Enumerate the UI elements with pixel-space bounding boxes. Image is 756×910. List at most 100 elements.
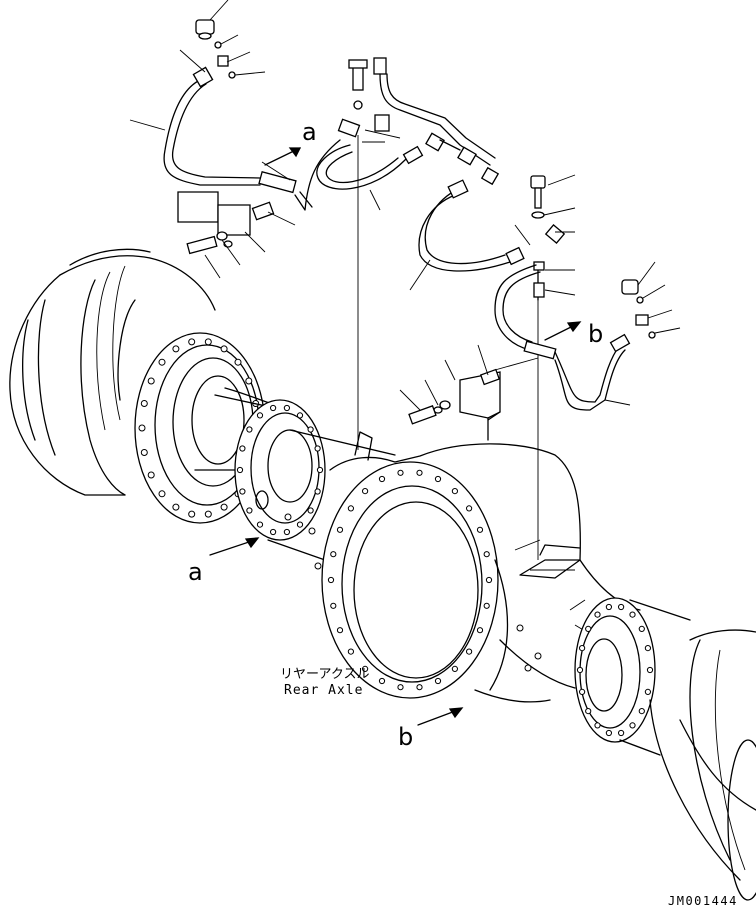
bolt-hole [466, 648, 473, 655]
bolt-hole [638, 625, 645, 633]
bolt-hole [585, 625, 592, 633]
bolt-hole [245, 377, 253, 385]
bolt-hole [188, 510, 196, 518]
bolt-hole [476, 627, 484, 634]
callout-a-upper-label: a [302, 118, 317, 146]
callout-a-upper: a [264, 118, 317, 166]
bolt-hole [485, 576, 493, 584]
bolt-hole [585, 708, 592, 715]
right-pipe-assembly [373, 57, 631, 560]
right-axle-wheel [574, 597, 756, 901]
bolt-hole [362, 665, 369, 673]
bolt-hole [147, 377, 155, 385]
left-axle-tube [194, 387, 396, 570]
bolt-hole [296, 412, 304, 419]
bolt-hole [378, 475, 386, 483]
right-flange-bolt-holes [576, 603, 654, 737]
bolt-hole [397, 469, 404, 476]
callout-b-upper-label: b [588, 320, 603, 348]
bolt-hole [283, 528, 290, 536]
bolt-hole [336, 627, 344, 634]
bolt-hole [296, 521, 304, 528]
callout-b-upper: b [544, 320, 603, 348]
bolt-hole [336, 526, 344, 533]
bolt-hole [434, 475, 442, 483]
bolt-hole [270, 528, 277, 536]
bolt-hole [434, 677, 442, 685]
bolt-hole [220, 345, 228, 353]
bolt-hole [138, 424, 146, 432]
center-hose [316, 59, 424, 450]
bolt-hole [378, 677, 386, 685]
left-wheel-hub [9, 248, 266, 524]
bolt-hole [362, 488, 369, 495]
bolt-hole [220, 503, 228, 511]
bolt-hole [283, 404, 290, 412]
bolt-hole [347, 505, 354, 512]
bolt-hole [416, 684, 423, 691]
bolt-hole [646, 666, 654, 674]
bolt-hole [270, 404, 277, 412]
bolt-hole [594, 722, 601, 729]
housing-bolt-holes [327, 469, 493, 691]
bolt-hole [483, 551, 490, 558]
bolt-hole [579, 688, 586, 696]
bolt-hole [330, 551, 337, 558]
bolt-hole [239, 488, 246, 495]
bolt-hole [638, 708, 645, 715]
right-plug-washers [609, 261, 681, 353]
bolt-hole [147, 471, 155, 479]
bolt-hole [629, 722, 636, 729]
bolt-hole [618, 603, 625, 611]
axle-label-japanese: リヤーアクスル [280, 667, 369, 682]
callout-a-lower-label: a [188, 558, 203, 586]
callout-a-lower: a [188, 537, 260, 586]
left-brake-line [129, 0, 341, 211]
flange-bolt-holes [236, 404, 324, 536]
bolt-hole [644, 688, 652, 696]
bolt-hole [314, 445, 321, 452]
callout-b-lower-label: b [398, 723, 413, 751]
differential-housing [321, 431, 641, 703]
bolt-hole [397, 684, 404, 691]
bolt-hole [172, 503, 180, 511]
bolt-hole [476, 526, 484, 533]
bolt-hole [629, 611, 636, 618]
bolt-hole [416, 469, 423, 476]
left-bracket [177, 161, 296, 279]
bolt-hole [140, 449, 148, 456]
bolt-hole [307, 426, 314, 433]
bolt-hole [256, 521, 264, 528]
bolt-hole [158, 358, 166, 366]
bolt-hole [158, 490, 166, 498]
bolt-hole [594, 611, 601, 618]
bolt-hole [466, 505, 473, 512]
bolt-hole [172, 345, 180, 353]
bolt-hole [307, 507, 314, 514]
axle-label-english: Rear Axle [284, 683, 363, 698]
bolt-hole [204, 338, 212, 346]
bolt-hole [246, 426, 253, 433]
bolt-hole [451, 488, 458, 495]
bolt-hole [188, 338, 196, 346]
bolt-hole [330, 602, 337, 609]
bolt-hole [605, 729, 613, 737]
bolt-hole [204, 510, 212, 518]
bolt-hole [314, 488, 321, 495]
bolt-hole [246, 507, 253, 514]
bolt-hole [644, 645, 652, 652]
bolt-hole [451, 665, 458, 673]
bolt-hole [347, 648, 354, 655]
bolt-hole [327, 576, 335, 584]
bolt-hole [576, 666, 584, 674]
bolt-hole [316, 466, 324, 474]
bolt-hole [605, 603, 613, 611]
bolt-hole [256, 412, 264, 419]
bolt-hole [234, 358, 242, 366]
callout-b-lower: b [398, 707, 464, 751]
bolt-hole [140, 400, 148, 407]
bolt-hole [239, 445, 246, 452]
bolt-hole [483, 602, 490, 609]
bolt-hole [579, 645, 586, 652]
